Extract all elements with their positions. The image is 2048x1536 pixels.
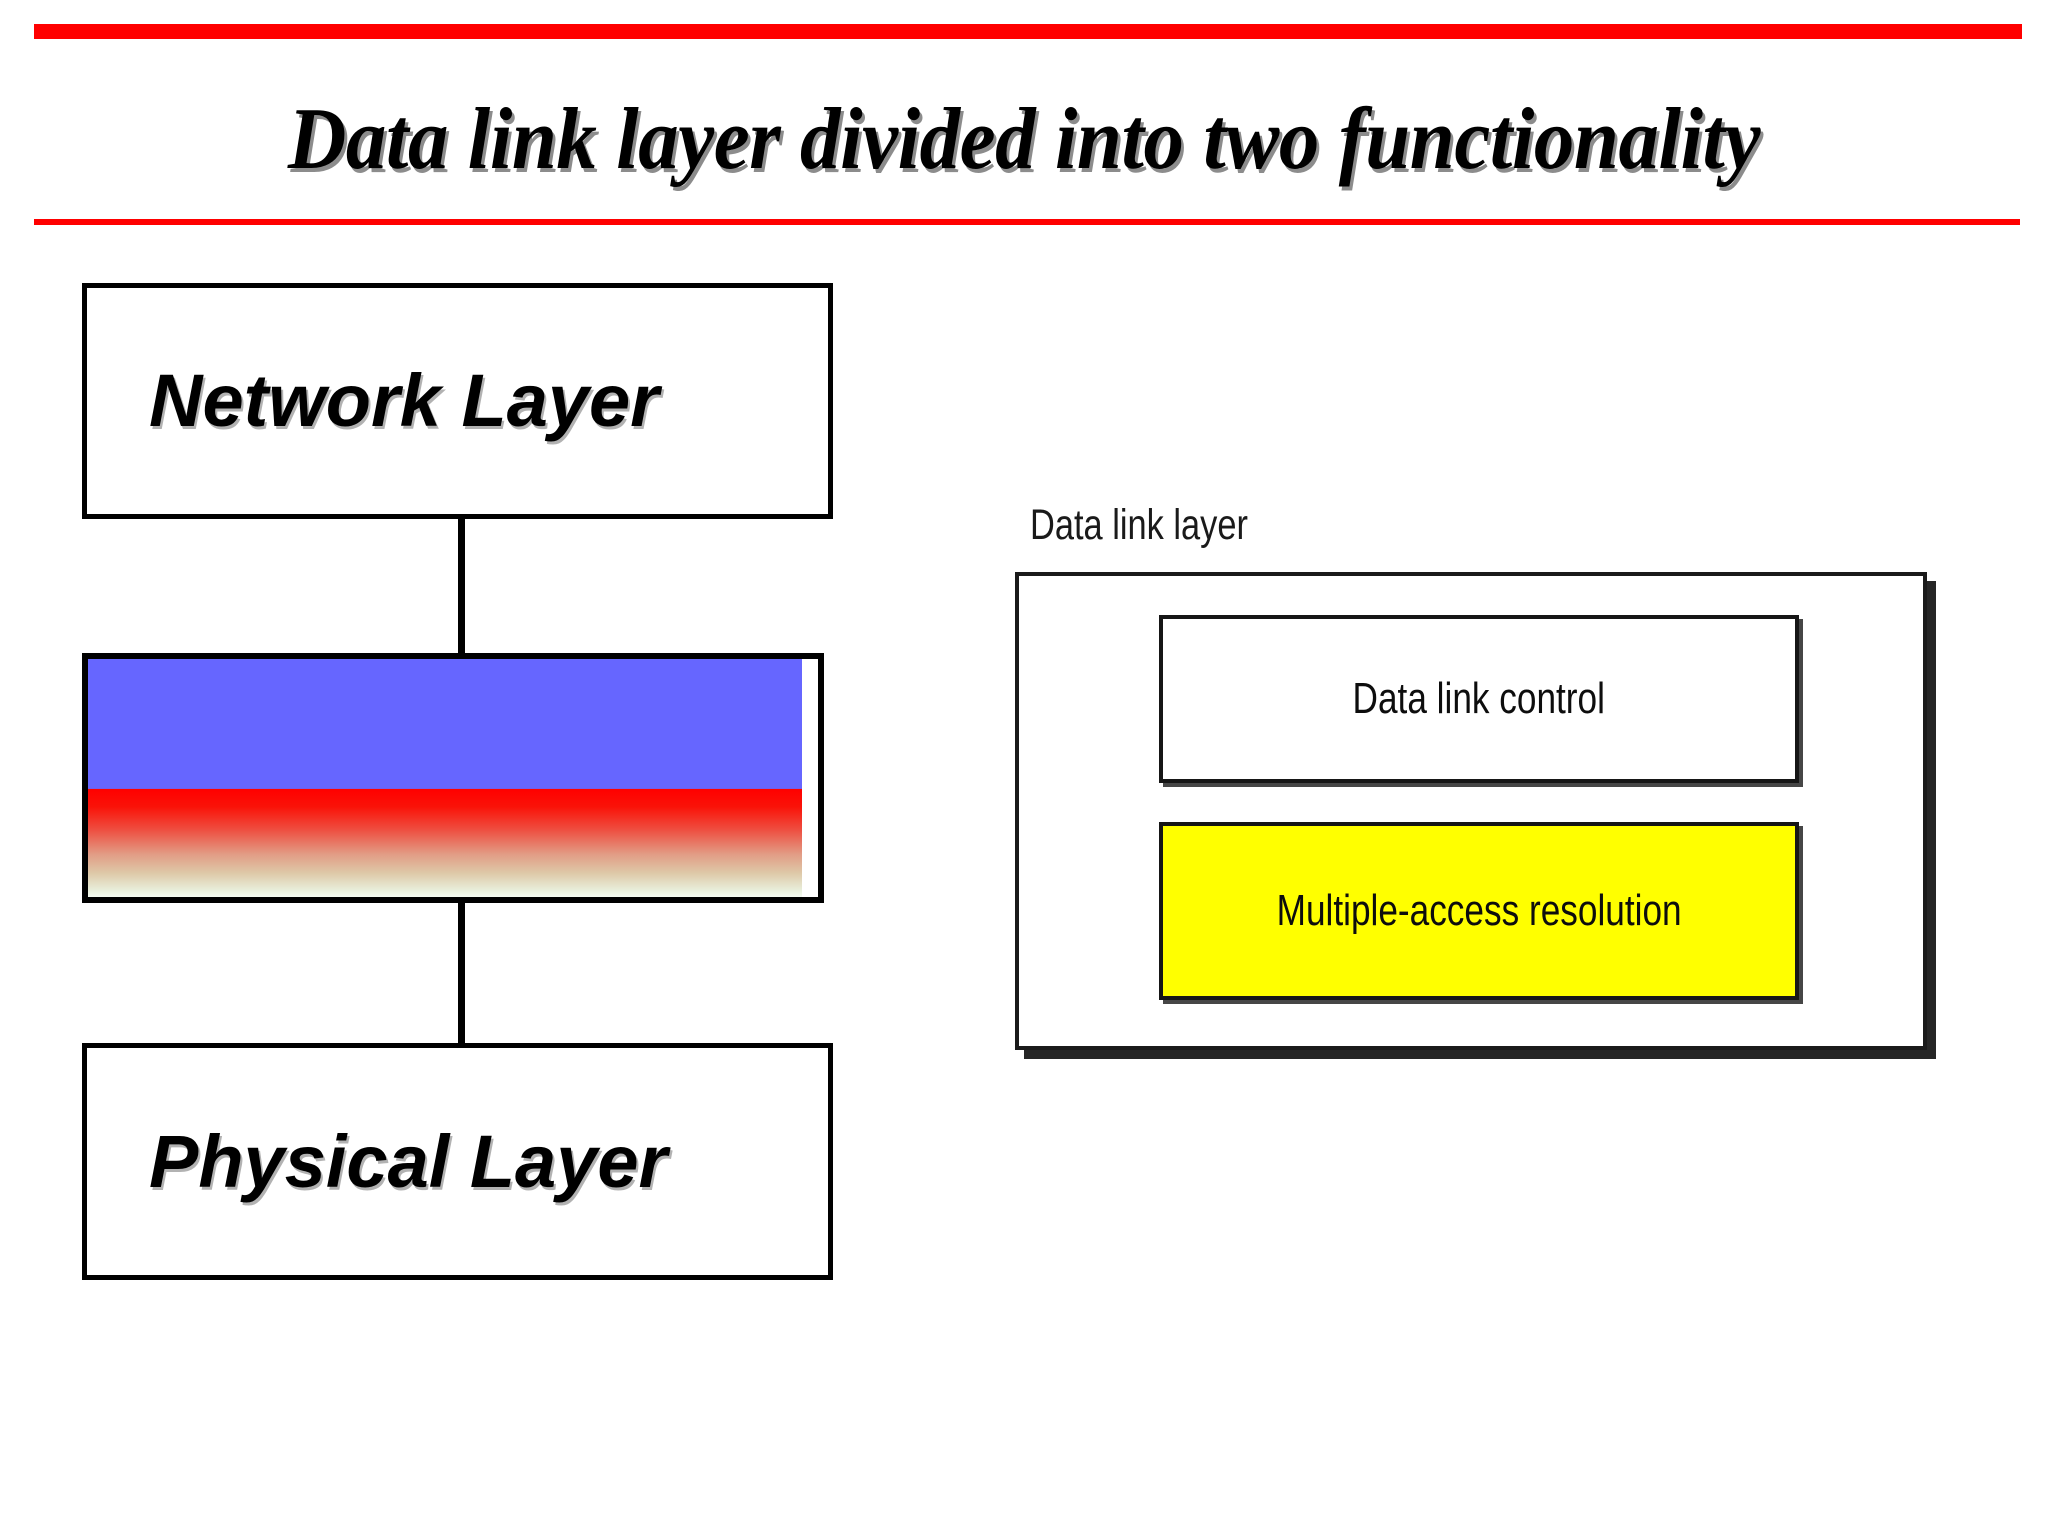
datalink-layer-caption: Data link layer <box>1030 501 1248 549</box>
datalink-layer-gradient-box <box>82 653 824 903</box>
multiple-access-resolution-box: Multiple-access resolution <box>1159 822 1799 1000</box>
data-link-control-label: Data link control <box>1352 674 1606 723</box>
title-rule-bottom <box>34 219 2020 225</box>
connector-network-to-datalink <box>458 515 465 657</box>
datalink-layer-outer-box: Data link control Multiple-access resolu… <box>1015 572 1927 1050</box>
network-layer-box: Network Layer <box>82 283 833 519</box>
physical-layer-label: Physical Layer <box>149 1119 668 1203</box>
network-layer-label: Network Layer <box>149 359 659 442</box>
datalink-gradient-fill <box>88 659 802 897</box>
page-title: Data link layer divided into two functio… <box>287 91 1761 188</box>
title-rule-top <box>34 24 2022 39</box>
data-link-control-box: Data link control <box>1159 615 1799 783</box>
multiple-access-resolution-label: Multiple-access resolution <box>1276 886 1682 935</box>
connector-datalink-to-physical <box>458 898 465 1048</box>
physical-layer-box: Physical Layer <box>82 1043 833 1280</box>
